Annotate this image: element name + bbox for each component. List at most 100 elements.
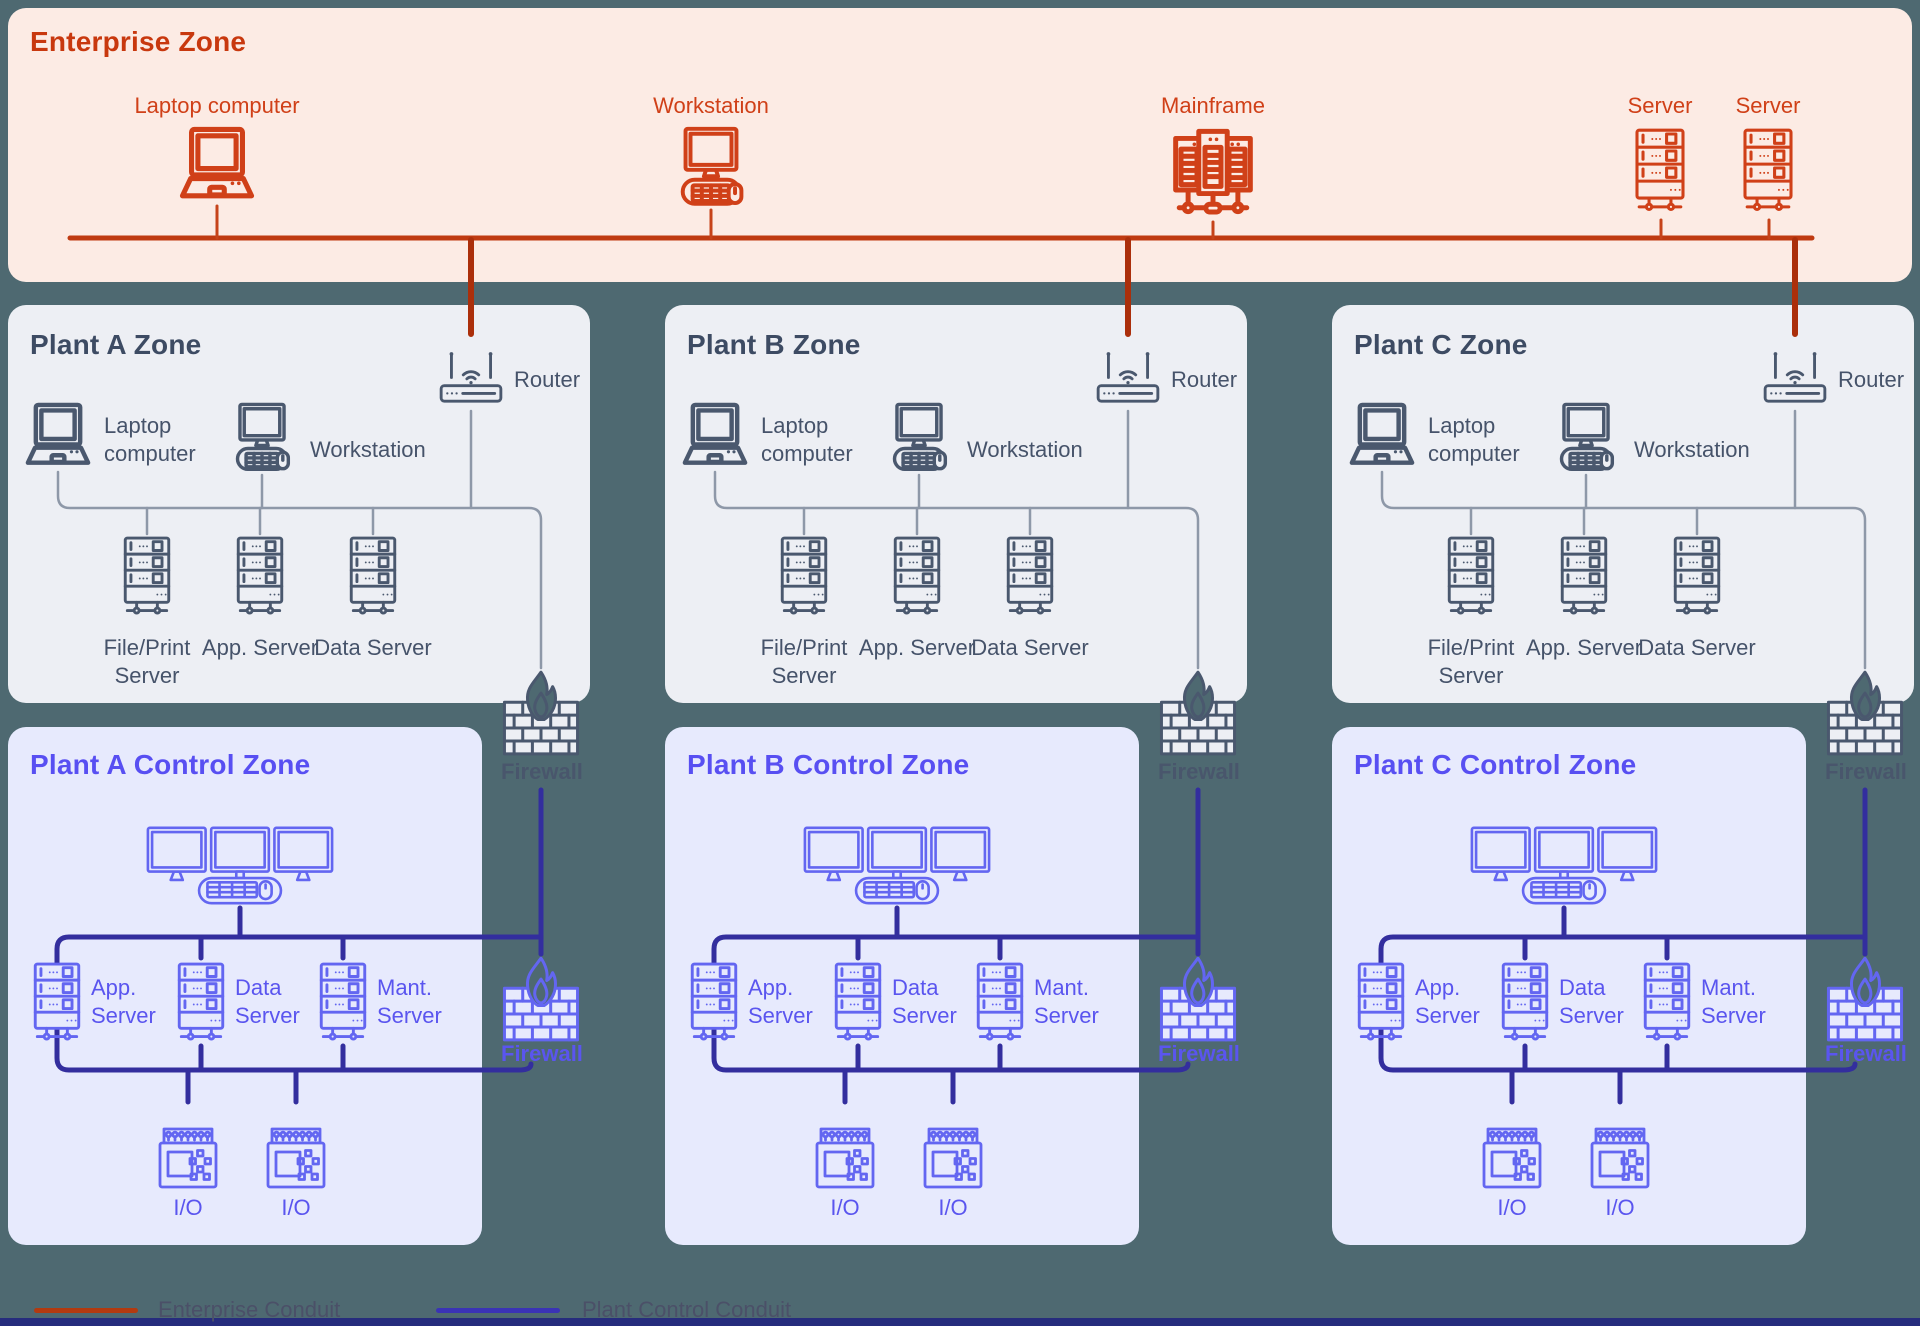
server-label: App. Server — [1415, 975, 1480, 1028]
legend-plant-control-conduit-swatch — [436, 1308, 560, 1313]
server-label: Data Server — [1559, 975, 1624, 1028]
router-label: Router — [1171, 367, 1238, 392]
control-zone-title: Plant A Control Zone — [30, 749, 311, 780]
plant-b-zone: Plant B Zone Laptop computer Workstation… — [665, 305, 1247, 784]
router-label: Router — [514, 367, 581, 392]
server-icon — [1498, 962, 1552, 1049]
firewall-icon — [1158, 670, 1238, 756]
server-icon — [1630, 128, 1690, 220]
io-label: I/O — [1497, 1195, 1527, 1220]
server-icon — [1738, 128, 1798, 220]
workstation-icon — [229, 402, 295, 473]
workstation-label: Workstation — [310, 437, 426, 462]
control-zone-title: Plant B Control Zone — [687, 749, 970, 780]
device-label: Laptop computer — [134, 93, 300, 118]
server-label: App. Server — [91, 975, 156, 1028]
server-label: App. Server — [748, 975, 813, 1028]
laptop-icon — [677, 400, 753, 470]
server-icon — [973, 962, 1027, 1049]
server-label: Mant. Server — [1034, 975, 1099, 1028]
server-icon — [174, 962, 228, 1049]
server-icon — [1444, 536, 1498, 623]
io-label: I/O — [938, 1195, 968, 1220]
plant-c-zone: Plant C Zone Laptop computer Workstation… — [1332, 305, 1914, 784]
plant-a-control-zone: Plant A Control Zone App. Server Data Se… — [8, 727, 583, 1245]
enterprise-zone-title: Enterprise Zone — [30, 26, 247, 57]
server-label: App. Server — [1525, 635, 1643, 660]
firewall-label: Firewall — [1825, 759, 1907, 784]
workstation-icon — [1553, 402, 1619, 473]
server-icon — [30, 962, 84, 1049]
server-icon — [777, 536, 831, 623]
server-label: File/Print Server — [103, 635, 191, 688]
plant-zone-title: Plant C Zone — [1354, 329, 1528, 360]
io-label: I/O — [281, 1195, 311, 1220]
firewall-icon — [501, 670, 581, 756]
io-label: I/O — [1605, 1195, 1635, 1220]
io-module-icon — [1587, 1126, 1653, 1190]
server-label: Data Server — [314, 635, 432, 660]
plant-b-control-zone: Plant B Control Zone App. Server Data Se… — [665, 727, 1240, 1245]
hmi-workstation-icon — [802, 826, 992, 906]
router-label: Router — [1838, 367, 1905, 392]
plant-lan-lines — [56, 409, 1867, 670]
hmi-workstation-icon — [1469, 826, 1659, 906]
io-module-icon — [812, 1126, 878, 1190]
server-icon — [831, 962, 885, 1049]
laptop-label: Laptop computer — [1428, 413, 1520, 466]
plant-c-control-zone: Plant C Control Zone App. Server Data Se… — [1332, 727, 1907, 1245]
server-label: App. Server — [201, 635, 319, 660]
server-icon — [346, 536, 400, 623]
server-icon — [1640, 962, 1694, 1049]
firewall-label: Firewall — [1825, 1041, 1907, 1066]
firewall-label: Firewall — [1158, 759, 1240, 784]
plant-zone-title: Plant A Zone — [30, 329, 202, 360]
firewall-icon — [1825, 956, 1905, 1042]
laptop-label: Laptop computer — [761, 413, 853, 466]
mainframe-icon — [1163, 126, 1263, 222]
hmi-workstation-icon — [145, 826, 335, 906]
server-icon — [1557, 536, 1611, 623]
workstation-label: Workstation — [1634, 437, 1750, 462]
io-module-icon — [263, 1126, 329, 1190]
server-label: Data Server — [892, 975, 957, 1028]
server-icon — [1354, 962, 1408, 1049]
io-module-icon — [920, 1126, 986, 1190]
workstation-icon — [886, 402, 952, 473]
plant-control-conduit-lines — [54, 787, 1868, 1105]
server-label: File/Print Server — [760, 635, 848, 688]
device-label: Mainframe — [1161, 93, 1265, 118]
legend-enterprise-conduit-label: Enterprise Conduit — [158, 1297, 341, 1322]
firewall-label: Firewall — [501, 1041, 583, 1066]
server-label: Data Server — [971, 635, 1089, 660]
server-label: App. Server — [858, 635, 976, 660]
control-zone-title: Plant C Control Zone — [1354, 749, 1637, 780]
device-label: Server — [1735, 93, 1801, 118]
device-label: Server — [1627, 93, 1693, 118]
laptop-icon — [20, 400, 96, 470]
plant-zone-title: Plant B Zone — [687, 329, 861, 360]
firewall-icon — [501, 956, 581, 1042]
firewall-label: Firewall — [501, 759, 583, 784]
server-icon — [1003, 536, 1057, 623]
server-icon — [316, 962, 370, 1049]
server-icon — [1670, 536, 1724, 623]
enterprise-conduit-lines — [67, 204, 1815, 337]
io-label: I/O — [173, 1195, 203, 1220]
server-icon — [120, 536, 174, 623]
server-label: Mant. Server — [377, 975, 442, 1028]
firewall-label: Firewall — [1158, 1041, 1240, 1066]
router-icon — [1760, 348, 1830, 409]
legend-enterprise-conduit-swatch — [34, 1308, 138, 1313]
server-icon — [890, 536, 944, 623]
laptop-icon — [173, 124, 261, 204]
legend-plant-control-conduit-label: Plant Control Conduit — [582, 1297, 792, 1322]
server-icon — [687, 962, 741, 1049]
workstation-label: Workstation — [967, 437, 1083, 462]
router-icon — [1093, 348, 1163, 409]
io-module-icon — [155, 1126, 221, 1190]
bottom-bar — [0, 1318, 1920, 1326]
server-label: Data Server — [1638, 635, 1756, 660]
